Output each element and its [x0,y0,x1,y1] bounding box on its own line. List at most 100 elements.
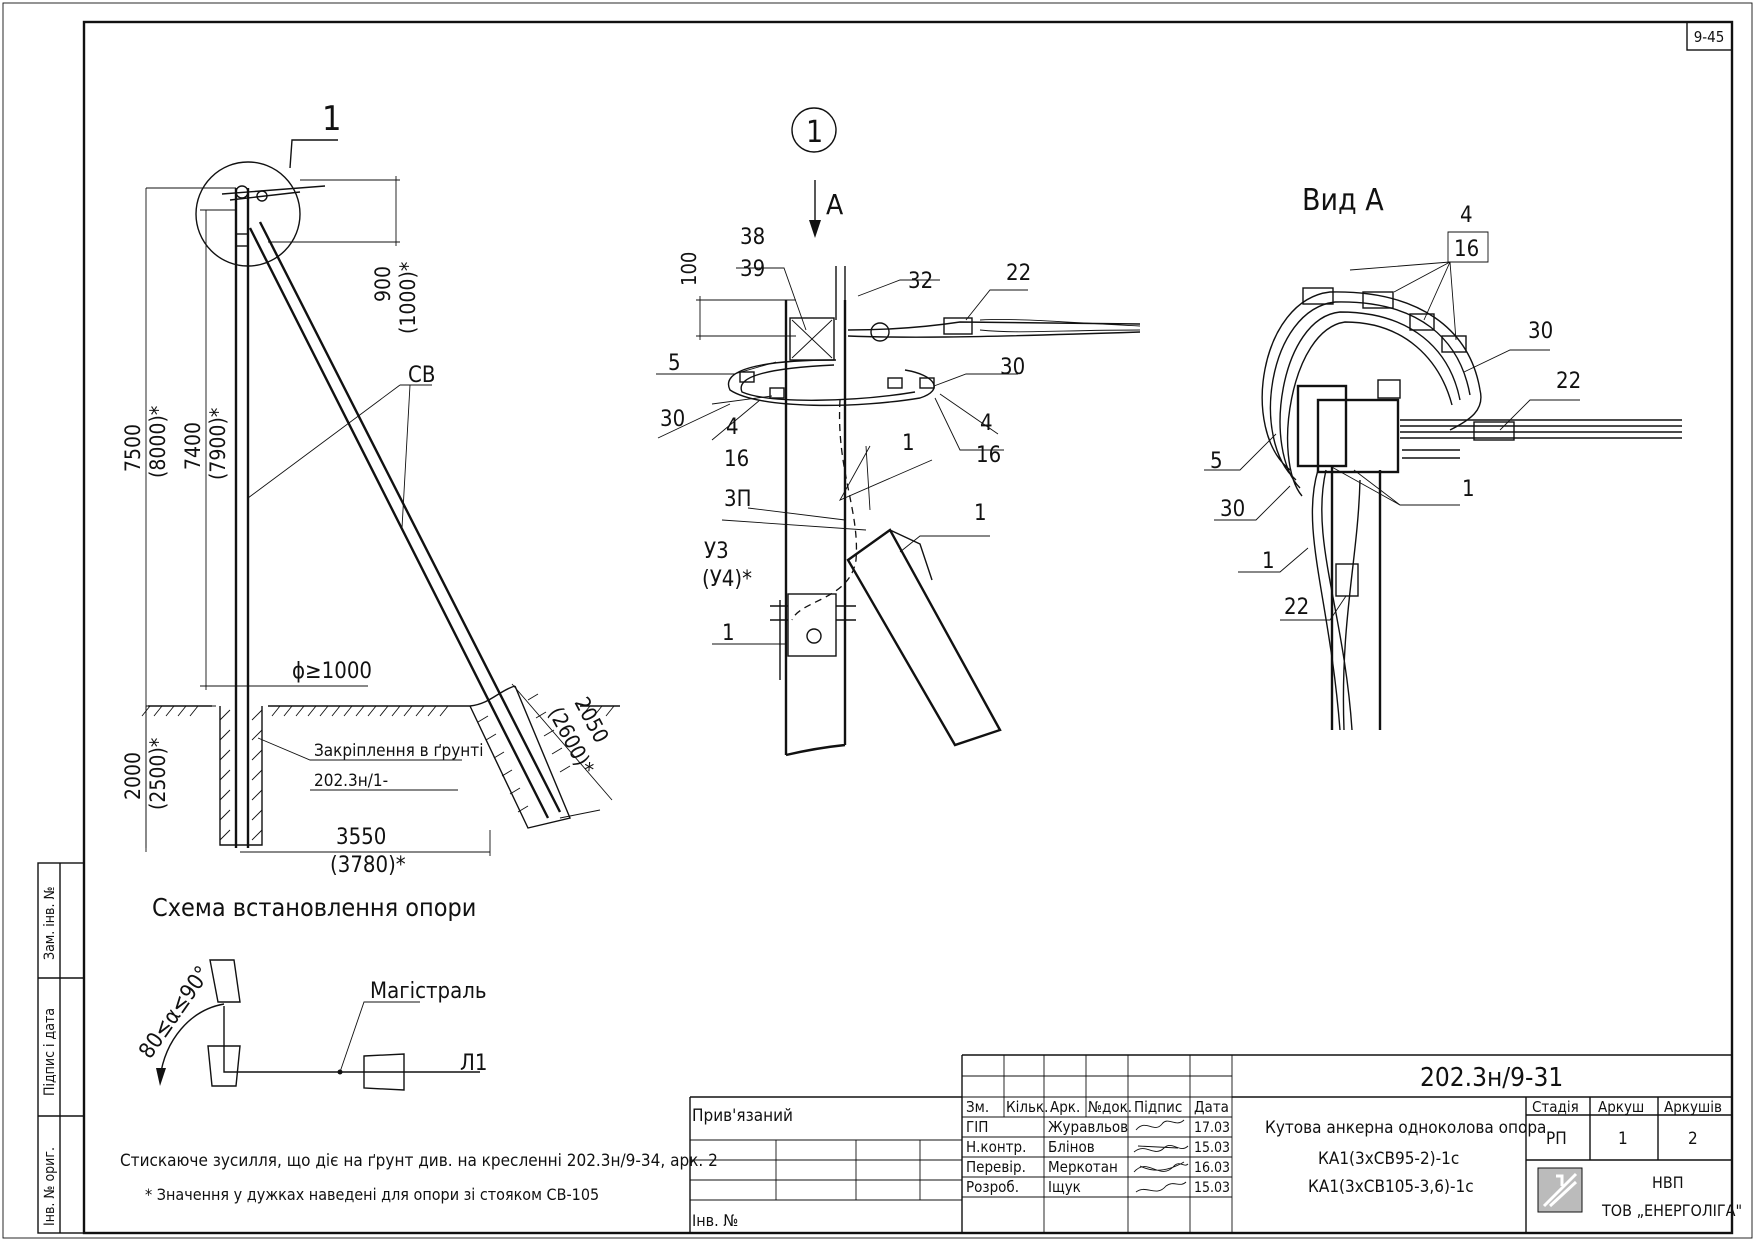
detail-label-3p: 3П [724,487,751,512]
strut-head [889,529,933,581]
tb-rev-rows [962,1075,1232,1198]
detail-callout: 1 [806,115,823,150]
strut-pit-hatch [477,693,571,813]
tb-signatures [1133,1119,1189,1193]
anchoring-leader [257,737,462,791]
view-a-tab [1377,379,1401,399]
left-view: 1 900 (1000)* 7500 (8000)* 7400 (7900)* … [121,99,620,878]
side-stamp: Інв. № ориг. Підпис і дата Зам. інв. № [37,862,85,1234]
tb-h-data: Дата [1194,1098,1229,1116]
tb-inv-label: Інв. № [692,1211,738,1230]
detail-label-30a: 30 [660,407,685,432]
tb-sheets: 2 [1688,1129,1698,1149]
detail-label-32: 32 [908,269,933,294]
detail-label-22: 22 [1006,261,1031,286]
detail-label-16b: 16 [976,443,1001,468]
view-a-label-1a: 1 [1462,477,1475,502]
anchoring-label: Закріплення в ґрунті [314,741,483,761]
tb-sheet-label: Аркуш [1598,1098,1644,1116]
scheme-mainline: Магістраль [370,979,487,1004]
view-a-label-1b: 1 [1262,549,1275,574]
detail-leaders [656,267,1028,645]
view-a-ties [1402,449,1460,459]
view-a-label-22b: 22 [1284,595,1309,620]
detail-callout-circle [791,107,837,153]
view-a-clamp-22b [1335,563,1359,597]
tb-bound-grid [690,1139,962,1201]
tb-h-pidpys: Підпис [1134,1098,1182,1116]
dim-2000: 2000 [121,752,145,800]
anchoring-ref: 202.3н/1- [314,771,388,791]
detail-label-u3: У3 [704,539,729,564]
tb-title-line3: КА1(3хСВ105-3,6)-1с [1308,1177,1474,1197]
detail-label-1b: 1 [974,501,987,526]
note-1: Стискаюче зусилля, що діє на ґрунт див. … [120,1151,718,1171]
view-a-clamp-3 [1409,313,1435,331]
tb-drawing-code: 202.3н/9-31 [1420,1063,1563,1093]
detail-pole [784,300,847,757]
view-a-clamp-2 [1362,291,1394,309]
detail-label-u4: (У4)* [702,567,752,592]
tb-h-ark: Арк. [1050,1098,1080,1116]
tb-role-2: Перевір. [966,1158,1026,1176]
scheme-angle: 80≤α≤90° [134,962,216,1064]
scheme-line-label: Л1 [460,1051,487,1076]
detail-label-1c: 1 [722,621,735,646]
strut [248,221,562,819]
dim-3780: (3780)* [330,853,406,878]
tb-title-line2: КА1(3хСВ95-2)-1с [1318,1149,1459,1169]
scheme-pole-top [209,959,241,1003]
view-a-label-5: 5 [1210,449,1223,474]
pit-diameter: ϕ≥1000 [292,659,372,684]
tb-title-line1: Кутова анкерна одноколова опора [1265,1118,1546,1138]
side-stamp-frame [37,862,85,1234]
view-a-clamp-22 [1473,421,1515,441]
detail-label-39: 39 [740,257,765,282]
loop-clamp-a [739,371,755,383]
dim-100-lines [696,296,796,340]
tb-rev-cols [1003,1055,1233,1233]
tb-stage-grid [1525,1097,1732,1233]
lower-bracket [787,593,837,657]
side-zam-inv: Зам. інв. № [42,886,58,960]
top-fitting [256,190,268,202]
tb-name-0: Журавльов [1048,1118,1128,1136]
top-clamp [235,185,249,199]
detail-label-4b: 4 [980,411,993,436]
view-a-box-16 [1447,231,1489,263]
view-arrow-label: A [826,188,844,221]
pole-pit [219,706,263,846]
tb-date-2: 16.03 [1194,1160,1230,1176]
inner-frame [82,20,1734,1235]
scheme-pole-main [363,1053,405,1091]
detail-label-4a: 4 [726,415,739,440]
tb-name-3: Іщук [1048,1178,1081,1196]
scheme-title: Схема встановлення опори [152,893,476,922]
dim-900: 900 [371,266,395,302]
tb-sheets-label: Аркушів [1664,1098,1722,1116]
pole-pit-hatch [219,709,263,841]
loop-clamp-c [887,377,903,389]
tb-org-line1: НВП [1652,1173,1684,1192]
tb-name-1: Блінов [1048,1138,1095,1156]
view-a-pole-block [1296,384,1348,468]
tb-h-zm: Зм. [966,1098,989,1116]
scheme-angle-arc [159,1003,225,1079]
detail-label-5: 5 [668,351,681,376]
loop-clamp-d [919,377,935,389]
downlead-cable [791,399,858,621]
scheme-leader [339,1001,420,1073]
tb-stage: РП [1546,1129,1567,1149]
dim-2000-lines [145,705,216,848]
label-sv: СВ [408,363,435,388]
sv-leaders [247,384,432,529]
detail-label-38: 38 [740,225,765,250]
dim-height-lines [145,187,236,852]
detail-view-1: 1 A 100 38 39 [656,107,1141,757]
tb-date-3: 15.03 [1194,1180,1230,1196]
pole [234,188,250,848]
view-a-label-22a: 22 [1556,369,1581,394]
dim-7500: 7500 [121,424,145,472]
